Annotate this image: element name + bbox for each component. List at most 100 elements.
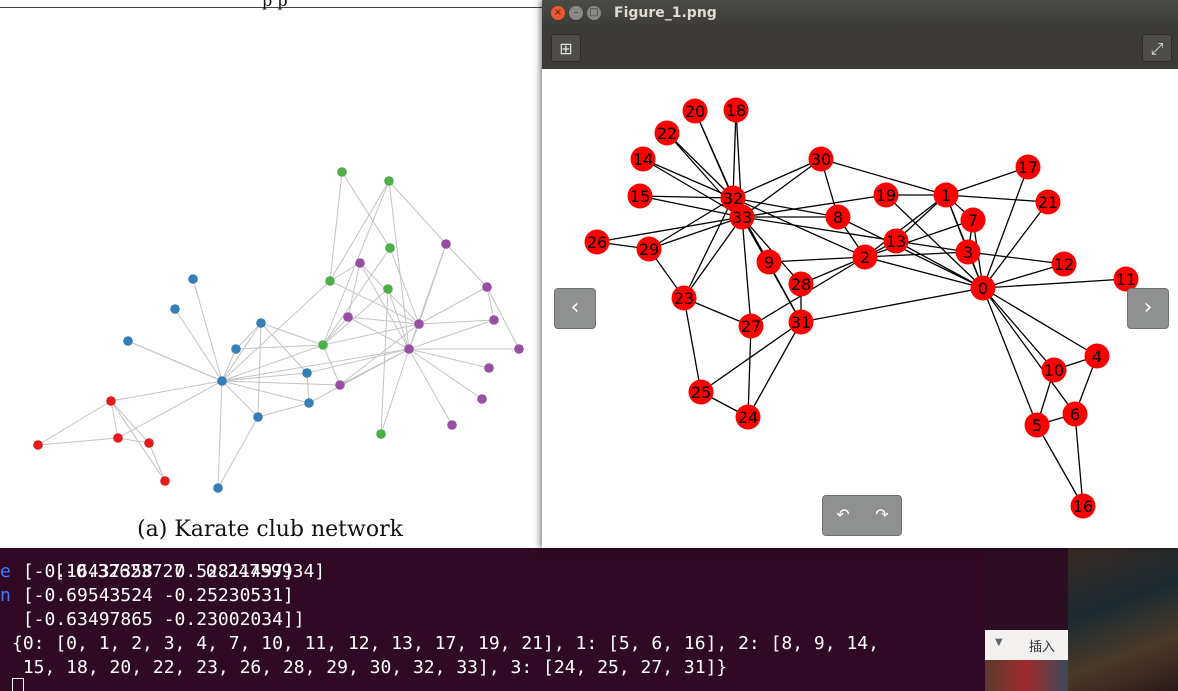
close-window-button[interactable]: × [551,6,565,20]
previous-image-button[interactable]: ‹ [554,288,596,329]
next-image-button[interactable]: › [1127,288,1169,329]
figure-node-5 [1024,412,1050,438]
figure-edge [820,158,947,196]
paper-edge [257,402,310,418]
figure-node-label: 22 [657,124,677,143]
figure-node-19 [873,182,899,208]
figure-node-30 [808,146,834,172]
paper-edge [221,322,262,382]
paper-network-graph [33,167,524,493]
viewer-toolbar: ⊞ ⤢ [542,28,1178,70]
dropdown-arrow-icon[interactable]: ▼ [995,637,1003,648]
terminal-window[interactable]: [-0.32623727 0.24759934] e nc [-0.164373… [0,548,985,691]
figure-node-label: 11 [1116,270,1136,289]
figure-edge [732,109,737,199]
figure-node-28 [788,271,814,297]
paper-node-red [33,440,43,450]
figure-edge [683,297,702,393]
figure-edge [741,158,822,218]
paper-edge [110,400,166,482]
figure-edge [982,287,1055,371]
paper-edge [418,286,488,325]
figure-node-label: 25 [691,383,711,402]
paper-edge [347,262,361,318]
paper-edge [486,286,520,350]
paper-node-red [144,438,154,448]
paper-edge [110,400,150,444]
insert-menu[interactable]: 插入 [1029,640,1056,655]
paper-edge [110,380,223,402]
paper-edge [235,322,262,350]
add-image-button[interactable]: ⊞ [551,34,581,62]
figure-node-label: 20 [685,102,705,121]
paper-edge [408,243,447,350]
figure-node-label: 30 [811,150,831,169]
figure-edge [741,194,887,218]
paper-edge [308,348,410,404]
fullscreen-icon: ⤢ [1150,39,1164,58]
figure-node-label: 4 [1092,347,1102,366]
figure-node-21 [1035,189,1061,215]
figure-node-17 [1015,154,1041,180]
partition-output-line1: {0: [0, 1, 2, 3, 4, 7, 10, 11, 12, 13, 1… [12,633,879,654]
paper-edge [418,319,495,325]
paper-edge [387,288,410,350]
figure-node-23 [671,285,697,311]
paper-edge [380,348,410,435]
paper-edge [322,316,349,346]
paper-node-blue [213,483,223,493]
paper-edge [329,180,390,282]
figure-edge [683,197,734,299]
paper-node-blue [302,368,312,378]
paper-node-green [325,276,335,286]
figure-edge [982,287,1098,357]
paper-edge [221,344,324,382]
minimize-window-button[interactable]: – [569,6,583,20]
paper-node-purple [335,380,345,390]
paper-edge [322,323,420,346]
paper-edge [329,262,361,282]
figure-node-label: 2 [860,248,870,267]
figure-node-label: 14 [633,150,653,169]
figure-edge [732,158,822,199]
paper-node-red [106,396,116,406]
paper-edge [486,286,495,321]
paper-edge [217,416,259,489]
maximize-window-button[interactable]: □ [587,6,601,20]
figure-node-label: 27 [741,317,761,336]
paper-edge [221,380,259,418]
paper-node-purple [477,394,487,404]
figure-node-label: 18 [726,101,746,120]
figure-edge [885,194,984,289]
paper-edge [445,243,488,288]
fullscreen-button[interactable]: ⤢ [1142,34,1172,62]
figure-node-32 [720,185,746,211]
figure-edge [864,219,974,258]
window-titlebar[interactable]: × – □ Figure_1.png [542,0,1178,28]
figure-node-label: 3 [963,243,973,262]
paper-node-blue [188,274,198,284]
paper-edge [221,280,331,382]
figure-edge [945,194,1049,203]
paper-node-red [113,433,123,443]
paper-node-blue [170,304,180,314]
paper-edge [306,372,310,404]
figure-node-label: 28 [791,275,811,294]
figure-node-12 [1051,251,1077,277]
chevron-right-icon: › [1143,295,1153,320]
figure-node-16 [1070,493,1096,519]
rotate-right-button[interactable]: ↷ [875,505,889,524]
figure-edge [982,201,1049,289]
figure-node-label: 5 [1032,416,1042,435]
figure-node-label: 29 [639,240,659,259]
paper-node-green [383,284,393,294]
rotate-left-button[interactable]: ↶ [836,505,850,524]
page-rule [0,7,545,8]
paper-edge [347,316,420,325]
paper-edge [260,322,324,346]
figure-node-label: 26 [587,233,607,252]
paper-edge [117,437,150,444]
figure-edge [648,216,743,250]
